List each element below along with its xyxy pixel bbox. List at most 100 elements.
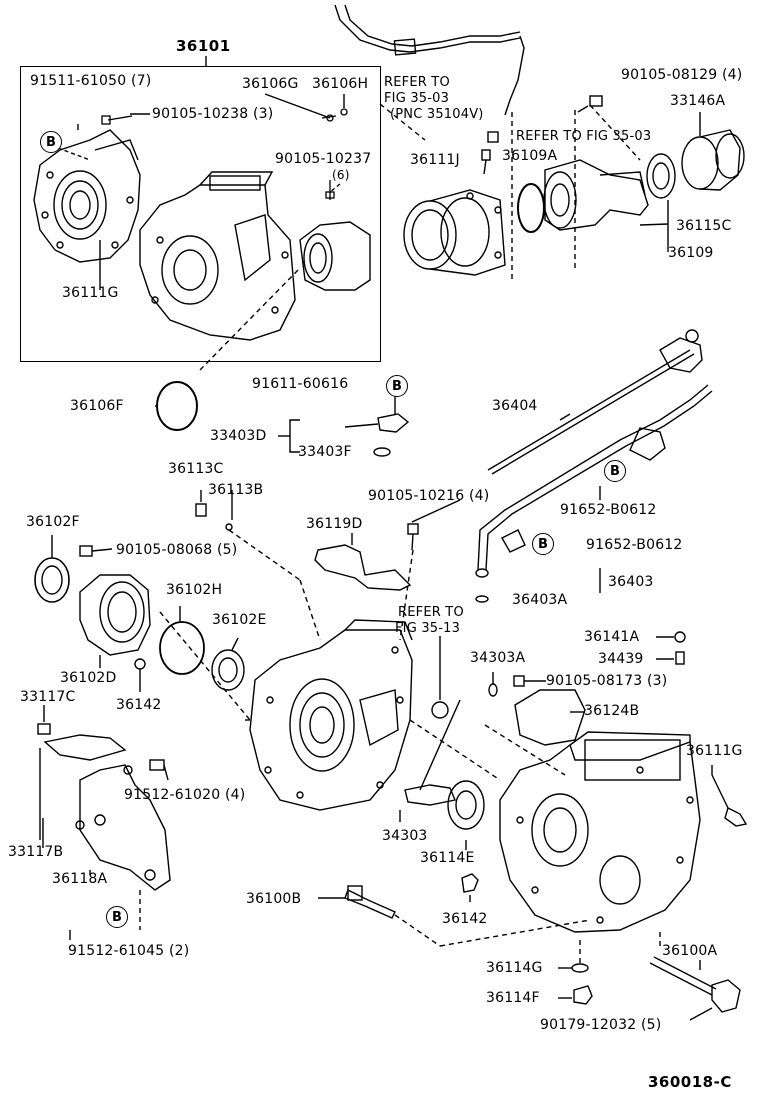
seal-36114E	[447, 780, 485, 830]
marker-b-upper-right: B	[604, 460, 626, 482]
label-36115C: 36115C	[676, 218, 732, 234]
o-ring-36106F	[156, 381, 198, 431]
label-36404: 36404	[492, 398, 538, 414]
bolt-36100B-drawing	[344, 885, 396, 919]
bolt-90105-08129	[589, 95, 603, 107]
marker-b-lower-left: B	[106, 906, 128, 928]
label-36106G: 36106G	[242, 76, 299, 92]
nut-36142	[134, 658, 146, 670]
label-33117C: 33117C	[20, 689, 76, 705]
ref-35-03-line1: REFER TO	[384, 75, 450, 90]
label-90105-08129: 90105-08129 (4)	[621, 67, 743, 83]
mount-36118A	[75, 764, 171, 891]
label-33403D: 33403D	[210, 428, 267, 444]
label-36106H: 36106H	[312, 76, 369, 92]
label-36124B: 36124B	[584, 703, 640, 719]
marker-b-top-left: B	[40, 131, 62, 153]
ring-36109A	[517, 183, 545, 233]
label-36142-left: 36142	[116, 697, 162, 713]
cable-bracket-drawing	[334, 4, 525, 116]
label-36111G-right: 36111G	[686, 743, 743, 759]
seal-36102E	[211, 649, 245, 691]
label-91512-61020: 91512-61020 (4)	[124, 787, 246, 803]
label-90105-08173: 90105-08173 (3)	[546, 673, 668, 689]
o-ring-36403A	[475, 595, 489, 603]
label-36119D: 36119D	[306, 516, 363, 532]
label-90105-10216: 90105-10216 (4)	[368, 488, 490, 504]
label-91652-B0612-upper: 91652-B0612	[560, 502, 657, 518]
label-36102H: 36102H	[166, 582, 223, 598]
label-91511-61050: 91511-61050 (7)	[30, 73, 152, 89]
drawing-code: 360018-C	[648, 1073, 732, 1091]
transmission-case-right-drawing	[499, 731, 701, 933]
extension-36109-drawing	[543, 159, 649, 231]
label-36403A: 36403A	[512, 592, 568, 608]
ref-35-13-line2: FIG 35-13	[395, 621, 461, 636]
cover-36124B	[514, 689, 586, 746]
tube-36403-drawing	[475, 384, 713, 578]
bracket-33117B	[43, 734, 127, 761]
bearing-retainer-36102D	[79, 574, 151, 656]
seal-36115C	[646, 153, 676, 199]
bracket-36119D	[314, 544, 412, 591]
bolt-36113C	[195, 503, 207, 517]
transmission-case-center-drawing	[249, 619, 413, 811]
label-36102D: 36102D	[60, 670, 117, 686]
label-34303A: 34303A	[470, 650, 526, 666]
label-36111J: 36111J	[410, 152, 460, 168]
marker-b-91611: B	[386, 375, 408, 397]
extension-housing-drawing	[299, 221, 371, 291]
label-90105-10238: 90105-10238 (3)	[152, 106, 274, 122]
bolt-90105-08068	[79, 545, 93, 557]
label-90105-10237-qty: (6)	[332, 168, 350, 182]
case-half-left-drawing	[33, 129, 141, 263]
ref-35-13-line1: REFER TO	[398, 605, 464, 620]
label-91611-60616: 91611-60616	[252, 376, 349, 392]
label-36403: 36403	[608, 574, 654, 590]
lever-34303	[404, 784, 456, 806]
label-33146A: 33146A	[670, 93, 726, 109]
label-36102E: 36102E	[212, 612, 267, 628]
marker-b-mid-right: B	[532, 533, 554, 555]
label-91652-B0612-lower: 91652-B0612	[586, 537, 683, 553]
o-ring-36102H	[159, 621, 205, 675]
label-36100A: 36100A	[662, 943, 718, 959]
label-36109: 36109	[668, 245, 714, 261]
label-36113C: 36113C	[168, 461, 224, 477]
ball-36113B	[225, 523, 233, 531]
label-36114G: 36114G	[486, 960, 543, 976]
ref-35-03-line2: FIG 35-03	[384, 91, 450, 106]
label-36111G-left: 36111G	[62, 285, 119, 301]
dust-boot-33146A	[681, 129, 745, 191]
label-36141A: 36141A	[584, 629, 640, 645]
ref-35-03-line3: (PNC 35104V)	[390, 107, 484, 122]
label-33403F: 33403F	[298, 444, 352, 460]
bolt-33117C	[37, 723, 51, 735]
frame-title: 36101	[176, 37, 231, 55]
transfer-case-adapter-drawing	[403, 189, 506, 276]
seal-36102F	[34, 557, 70, 603]
label-36106F: 36106F	[70, 398, 124, 414]
ref-35-03-b: REFER TO FIG 35-03	[516, 129, 652, 144]
dipstick-36404-drawing	[487, 329, 703, 475]
label-36142-right: 36142	[442, 911, 488, 927]
label-36109A: 36109A	[502, 148, 558, 164]
label-91512-61045: 91512-61045 (2)	[68, 943, 190, 959]
label-36102F: 36102F	[26, 514, 80, 530]
label-36100B: 36100B	[246, 891, 302, 907]
bracket-33403D	[377, 413, 410, 433]
label-90179-12032: 90179-12032 (5)	[540, 1017, 662, 1033]
label-90105-08068: 90105-08068 (5)	[116, 542, 238, 558]
assembly-frame-36101	[20, 66, 381, 362]
label-36113B: 36113B	[208, 482, 264, 498]
label-90105-10237: 90105-10237	[275, 151, 372, 167]
label-34439: 34439	[598, 651, 644, 667]
label-36118A: 36118A	[52, 871, 108, 887]
ring-33403F	[373, 447, 391, 457]
label-36114E: 36114E	[420, 850, 475, 866]
label-34303: 34303	[382, 828, 428, 844]
case-half-right-drawing	[139, 171, 296, 341]
bolt-91512-61020	[149, 759, 165, 771]
